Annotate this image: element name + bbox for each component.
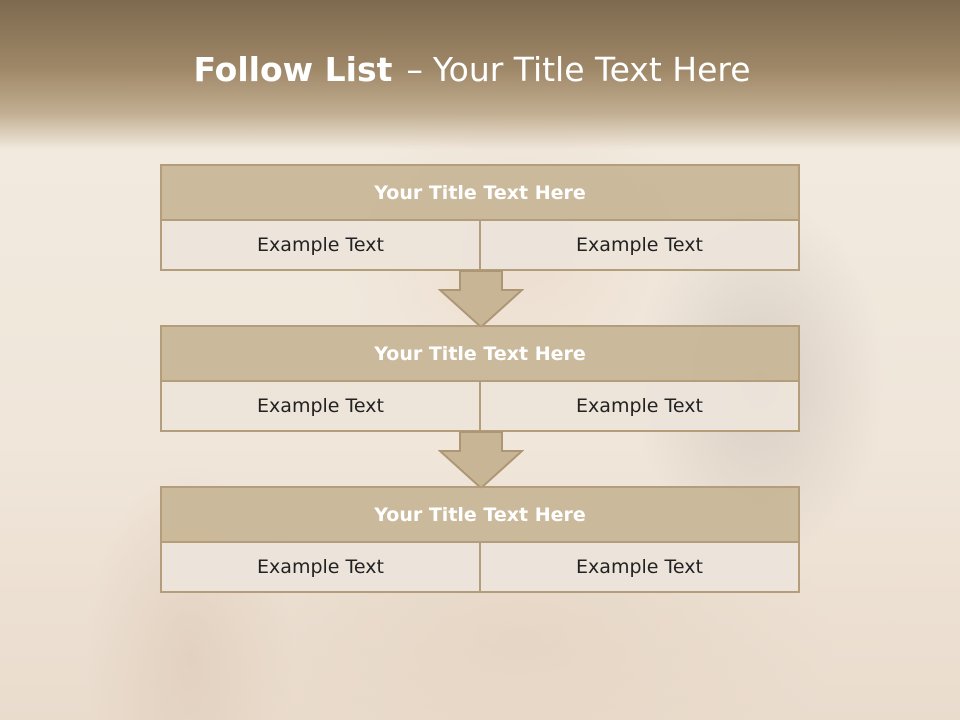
block-cell-left: Example Text <box>160 382 481 432</box>
block-cell-right: Example Text <box>481 543 800 593</box>
down-arrow-icon <box>438 270 524 328</box>
title-dash: – <box>406 50 423 89</box>
block-row: Example Text Example Text <box>160 382 800 432</box>
title-bold: Follow List <box>193 50 393 89</box>
list-block-3: Your Title Text Here Example Text Exampl… <box>160 486 800 593</box>
list-block-2: Your Title Text Here Example Text Exampl… <box>160 325 800 432</box>
down-arrow-icon <box>438 431 524 489</box>
block-title: Your Title Text Here <box>160 164 800 221</box>
list-block-1: Your Title Text Here Example Text Exampl… <box>160 164 800 271</box>
slide-title: Follow List–Your Title Text Here <box>0 50 944 89</box>
title-rest: Your Title Text Here <box>432 50 751 89</box>
block-row: Example Text Example Text <box>160 221 800 271</box>
block-cell-left: Example Text <box>160 221 481 271</box>
block-cell-left: Example Text <box>160 543 481 593</box>
block-title: Your Title Text Here <box>160 486 800 543</box>
block-title: Your Title Text Here <box>160 325 800 382</box>
block-cell-right: Example Text <box>481 221 800 271</box>
block-row: Example Text Example Text <box>160 543 800 593</box>
block-cell-right: Example Text <box>481 382 800 432</box>
header-band <box>0 0 960 150</box>
